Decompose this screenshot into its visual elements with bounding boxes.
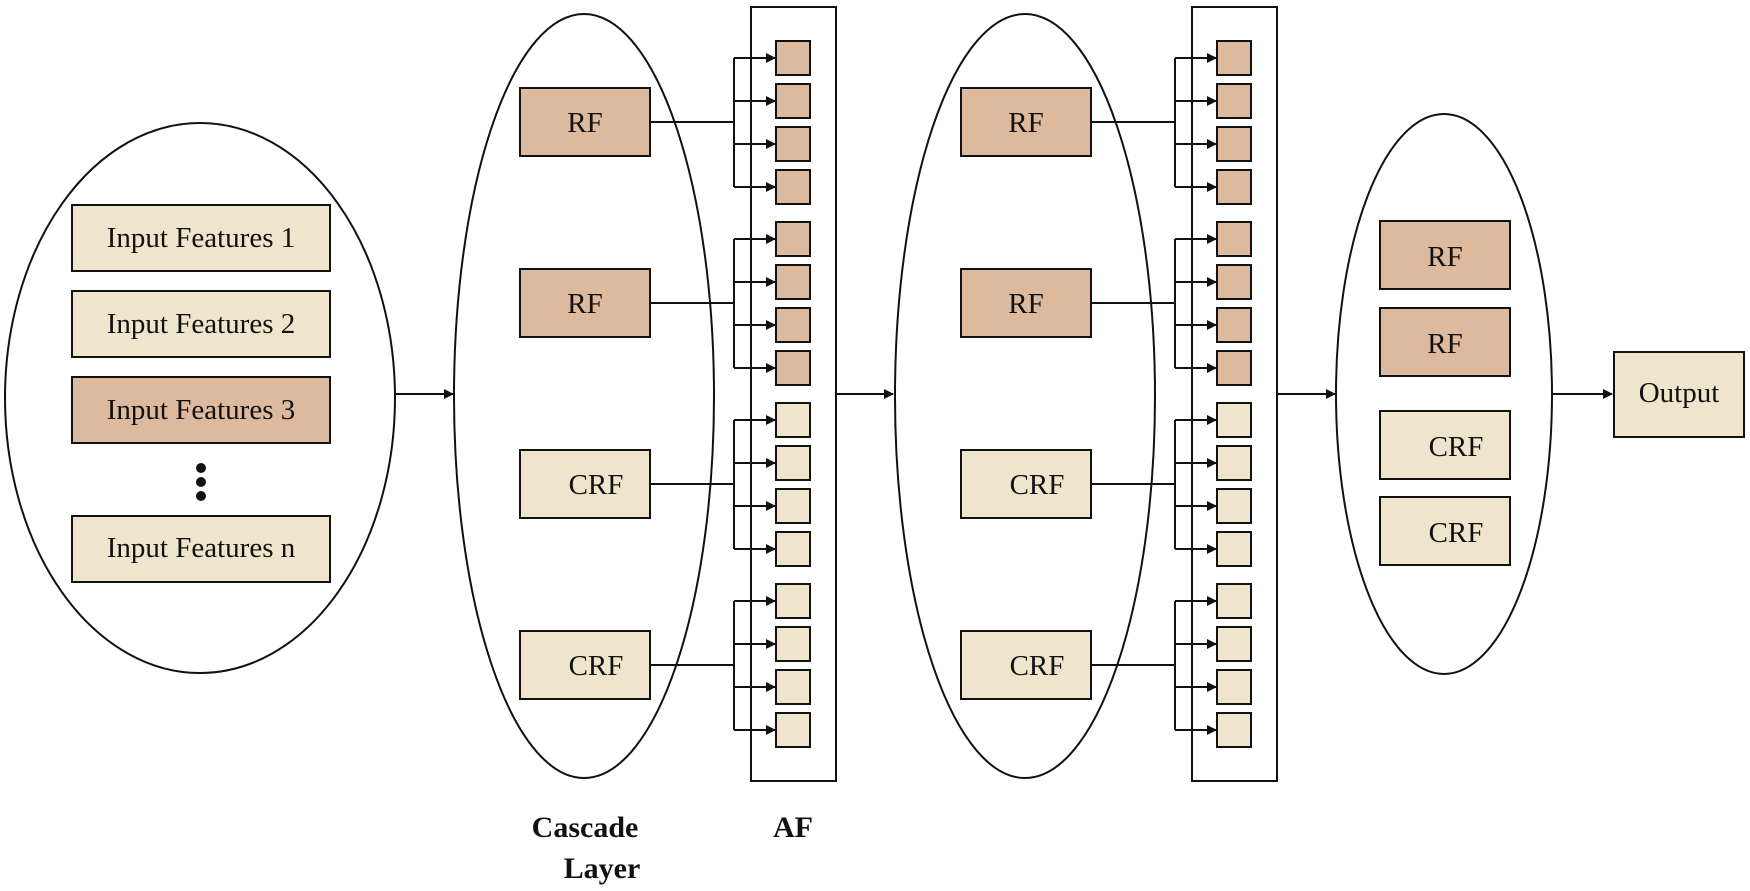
af-output-square: [775, 40, 811, 76]
forest-box: RF: [1379, 307, 1511, 377]
af-output-square: [1216, 402, 1252, 438]
af-output-square: [1216, 169, 1252, 205]
forest-box: CRF: [960, 449, 1092, 519]
input-feature-label: Input Features n: [107, 532, 296, 564]
af-column-1: [650, 6, 837, 782]
af-connectors: [1091, 40, 1252, 748]
output-label: Output: [1639, 377, 1720, 409]
ellipsis-dots: [196, 463, 206, 501]
af-container: [1191, 6, 1278, 782]
forest-box: CRF: [1379, 496, 1511, 566]
af-output-square: [775, 712, 811, 748]
forest-label: RF: [1008, 107, 1043, 139]
af-output-square: [1216, 445, 1252, 481]
af-output-square: [1216, 83, 1252, 119]
af-output-square: [775, 626, 811, 662]
forest-label: CRF: [1010, 469, 1065, 501]
forest-box: CRF: [519, 630, 651, 700]
af-output-square: [1216, 221, 1252, 257]
af-output-square: [775, 307, 811, 343]
af-output-square: [1216, 531, 1252, 567]
forest-label: RF: [1008, 288, 1043, 320]
input-feature-box: Input Features 3: [71, 376, 331, 444]
output-rect: [1613, 351, 1745, 438]
af-output-square: [775, 264, 811, 300]
forest-label: RF: [1427, 328, 1462, 360]
af-output-square: [775, 669, 811, 705]
af-column-2: [1091, 6, 1278, 782]
forest-label: CRF: [1429, 431, 1484, 463]
af-output-square: [775, 583, 811, 619]
af-output-square: [775, 126, 811, 162]
input-features-group: Input Features 1 Input Features 2 Input …: [4, 122, 396, 674]
af-output-square: [775, 402, 811, 438]
input-group-ellipse: [4, 122, 396, 674]
af-output-square: [1216, 669, 1252, 705]
af-container: [750, 6, 837, 782]
forest-label: CRF: [1429, 517, 1484, 549]
input-feature-box: Input Features 2: [71, 290, 331, 358]
af-output-square: [775, 221, 811, 257]
final-group-ellipse: [1335, 113, 1553, 675]
cascade-layer-2: RF RF CRF CRF: [894, 13, 1156, 779]
af-output-square: [1216, 488, 1252, 524]
af-output-square: [1216, 40, 1252, 76]
forest-label: RF: [567, 288, 602, 320]
af-output-square: [1216, 307, 1252, 343]
af-output-square: [775, 169, 811, 205]
forest-box: CRF: [1379, 410, 1511, 480]
forest-box: RF: [960, 87, 1092, 157]
cascade-layer-caption-line2: Layer: [564, 852, 641, 885]
input-feature-box: Input Features n: [71, 515, 331, 583]
forest-label: CRF: [569, 650, 624, 682]
input-feature-box: Input Features 1: [71, 204, 331, 272]
cascade-layer-ellipse: [453, 13, 715, 779]
forest-box: RF: [1379, 220, 1511, 290]
af-output-square: [1216, 712, 1252, 748]
forest-label: RF: [567, 107, 602, 139]
forest-label: CRF: [1010, 650, 1065, 682]
forest-box: RF: [519, 268, 651, 338]
af-output-square: [775, 488, 811, 524]
input-feature-label: Input Features 2: [107, 308, 295, 340]
af-output-square: [1216, 583, 1252, 619]
af-output-square: [1216, 126, 1252, 162]
input-feature-label: Input Features 1: [107, 222, 295, 254]
af-output-square: [775, 531, 811, 567]
cascade-layer-1: RF RF CRF CRF: [453, 13, 715, 779]
af-output-square: [1216, 350, 1252, 386]
forest-label: RF: [1427, 241, 1462, 273]
cascade-layer-ellipse: [894, 13, 1156, 779]
af-connectors: [650, 40, 811, 748]
af-output-square: [1216, 264, 1252, 300]
af-output-square: [775, 83, 811, 119]
forest-label: CRF: [569, 469, 624, 501]
input-feature-label: Input Features 3: [107, 394, 295, 426]
af-output-square: [775, 350, 811, 386]
af-output-square: [775, 445, 811, 481]
forest-box: RF: [960, 268, 1092, 338]
cascade-layer-caption-line1: Cascade: [532, 811, 639, 844]
final-forest-group: RF RF CRF CRF: [1335, 113, 1553, 675]
af-output-square: [1216, 626, 1252, 662]
output-box: Output: [1613, 351, 1745, 438]
forest-box: RF: [519, 87, 651, 157]
af-caption: AF: [773, 811, 813, 844]
forest-box: CRF: [519, 449, 651, 519]
forest-box: CRF: [960, 630, 1092, 700]
